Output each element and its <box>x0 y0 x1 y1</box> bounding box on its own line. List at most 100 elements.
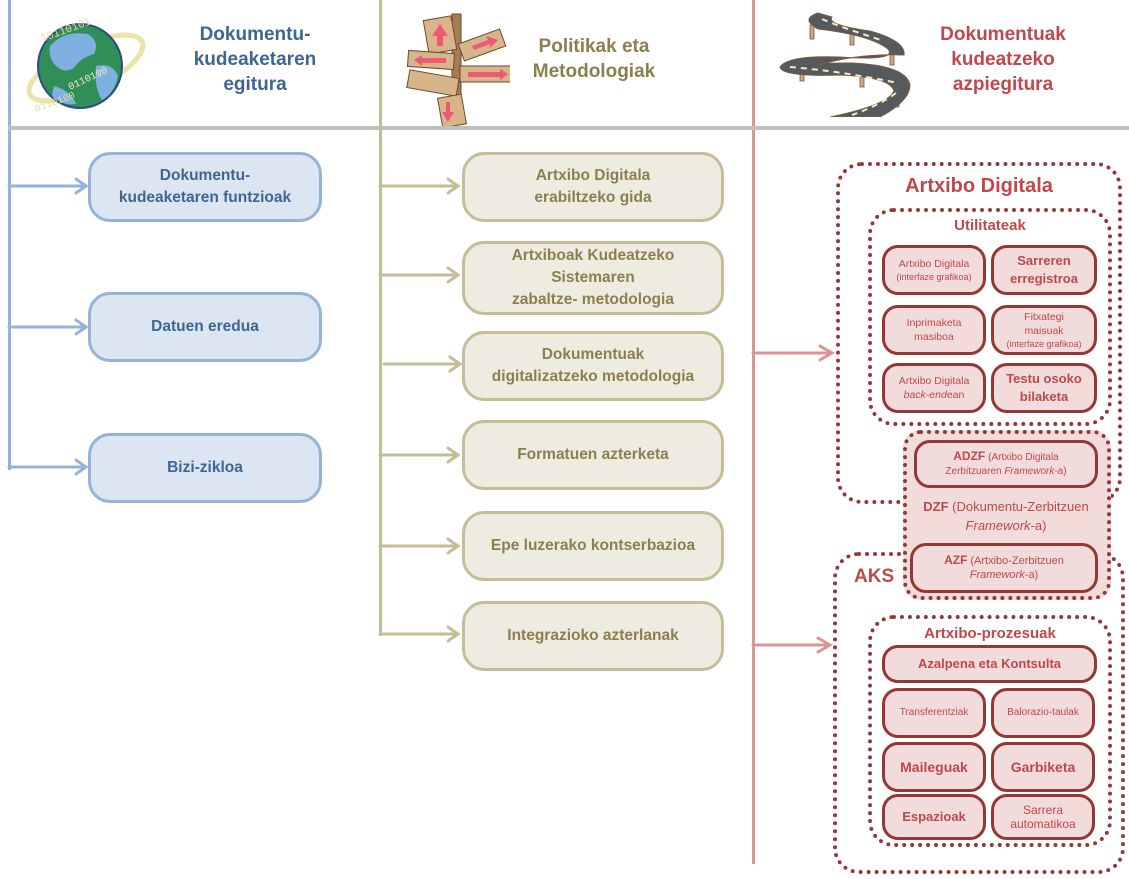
item-italic: back-end <box>903 389 947 401</box>
process-azalpena-kontsulta[interactable]: Azalpena eta Kontsulta <box>882 645 1097 683</box>
title-line: kudeatzeko <box>951 49 1055 70</box>
adzf-line2: Zerbitzuaren Framework-a) <box>945 465 1066 479</box>
policy-item-digitization-methodology[interactable]: Dokumentuak digitalizatzeko metodologia <box>462 331 724 401</box>
dzf-suffix: -a) <box>1030 518 1047 533</box>
item-label: automatikoa <box>1010 817 1076 831</box>
title-line: kudeaketaren <box>193 49 317 70</box>
group-artxibo-prozesuak <box>868 615 1112 847</box>
item-main: erregistroa <box>1010 271 1078 286</box>
utility-artxibo-digitala-backend[interactable]: Artxibo Digitala back-endean <box>882 363 986 413</box>
column-title-structure: Dokumentu- kudeaketaren egitura <box>170 22 340 97</box>
item-suffix: ean <box>946 389 965 401</box>
item-sub: back-endean <box>904 388 965 402</box>
item-line: Dokumentu- <box>159 167 251 184</box>
item-line: Formatuen azterketa <box>517 446 669 463</box>
title-line: Metodologiak <box>532 61 656 82</box>
item-line: digitalizatzeko metodologia <box>491 368 695 385</box>
structure-item-data-model[interactable]: Datuen eredua <box>88 292 322 362</box>
dzf-italic: Framework <box>965 518 1031 533</box>
item-line: erabiltzeko gida <box>534 189 652 206</box>
title-line: egitura <box>223 74 287 95</box>
item-main: Fitxategi <box>1024 311 1064 323</box>
item-line: Dokumentuak <box>541 346 645 363</box>
column-line-policies <box>379 0 382 636</box>
group-title-artxibo-prozesuak: Artxibo-prozesuak <box>924 625 1056 642</box>
item-label: Azalpena eta Kontsulta <box>917 656 1062 671</box>
policy-item-usage-guide[interactable]: Artxibo Digitala erabiltzeko gida <box>462 152 724 222</box>
item-main: Testu osoko <box>1006 371 1082 386</box>
adzf-text: (Artxibo Digitala <box>988 452 1059 463</box>
azf-box[interactable]: AZF (Artxibo-Zerbitzuen Framework-a) <box>910 543 1098 593</box>
item-main: Artxibo Digitala <box>898 375 970 387</box>
item-main: masiboa <box>914 331 954 343</box>
item-line: kudeaketaren funtzioak <box>118 189 292 206</box>
group-title-artxibo-digitala: Artxibo Digitala <box>905 175 1053 197</box>
utility-fitxategi-maisuak[interactable]: Fitxategi maisuak (interfaze grafikoa) <box>991 305 1097 355</box>
adzf-abbr: ADZF <box>953 449 986 463</box>
item-line: Artxiboak Kudeatzeko <box>511 247 675 264</box>
adzf-suffix: -a) <box>1054 466 1067 477</box>
item-label: Sarrera <box>1022 803 1063 817</box>
signpost-icon <box>400 8 515 129</box>
azf-italic: Framework <box>969 569 1025 581</box>
utility-sarreren-erregistroa[interactable]: Sarreren erregistroa <box>991 245 1097 295</box>
dzf-abbr: DZF <box>923 499 949 514</box>
process-garbiketa[interactable]: Garbiketa <box>991 742 1095 792</box>
item-line: Datuen eredua <box>151 318 259 335</box>
group-title-utilitateak: Utilitateak <box>954 217 1026 234</box>
policy-item-long-term-preservation[interactable]: Epe luzerako kontserbazioa <box>462 511 724 581</box>
policy-item-format-analysis[interactable]: Formatuen azterketa <box>462 420 724 490</box>
process-balorazio-taulak[interactable]: Balorazio-taulak <box>991 688 1095 738</box>
utility-testu-osoko-bilaketa[interactable]: Testu osoko bilaketa <box>991 363 1097 413</box>
item-line: Epe luzerako kontserbazioa <box>490 537 696 554</box>
item-main: Inprimaketa <box>906 317 962 329</box>
item-line: Sistemaren <box>551 269 635 286</box>
item-main: Artxibo Digitala <box>898 258 970 270</box>
item-line: zabaltze- metodologia <box>512 291 674 308</box>
group-utilitateak <box>868 208 1112 426</box>
item-main: Sarreren <box>1017 253 1071 268</box>
item-label: Balorazio-taulak <box>1007 707 1079 718</box>
process-maileguak[interactable]: Maileguak <box>882 742 986 792</box>
azf-suffix: -a) <box>1024 569 1039 581</box>
item-label: Garbiketa <box>1010 759 1076 775</box>
item-sub: (interfaze grafikoa) <box>1006 339 1082 349</box>
process-sarrera-automatikoa[interactable]: Sarrera automatikoa <box>991 794 1095 840</box>
process-espazioak[interactable]: Espazioak <box>882 794 986 840</box>
column-title-policies: Politikak eta Metodologiak <box>514 34 674 84</box>
item-label: Espazioak <box>902 809 966 824</box>
dzf-text: (Dokumentu-Zerbitzuen <box>952 499 1089 514</box>
column-line-infrastructure <box>752 0 755 864</box>
item-label: Maileguak <box>900 759 968 775</box>
item-line: Integrazioko azterlanak <box>507 627 679 644</box>
item-line: Artxibo Digitala <box>535 167 651 184</box>
item-sub: (interfaze grafikoa) <box>896 272 972 282</box>
policy-item-integration-studies[interactable]: Integrazioko azterlanak <box>462 601 724 671</box>
title-line: azpiegitura <box>952 74 1054 95</box>
adzf-text2: Zerbitzuaren <box>945 466 1005 477</box>
structure-item-lifecycle[interactable]: Bizi-zikloa <box>88 433 322 503</box>
item-main: maisuak <box>1024 325 1064 337</box>
title-line: Dokumentuak <box>940 24 1066 45</box>
item-line: Bizi-zikloa <box>167 459 243 476</box>
item-main: bilaketa <box>1019 389 1069 404</box>
header-separator <box>8 126 1129 130</box>
title-line: Dokumentu- <box>199 24 311 45</box>
azf-abbr: AZF <box>944 553 968 567</box>
azf-text: (Artxibo-Zerbitzuen <box>970 555 1064 567</box>
column-line-structure <box>8 0 11 470</box>
dzf-label: DZF (Dokumentu-Zerbitzuen Framework-a) <box>906 497 1106 535</box>
adzf-italic: Framework <box>1004 466 1055 477</box>
process-transferentziak[interactable]: Transferentziak <box>882 688 986 738</box>
column-title-infrastructure: Dokumentuak kudeatzeko azpiegitura <box>918 22 1088 97</box>
title-line: Politikak eta <box>538 36 650 57</box>
utility-artxibo-digitala-gui[interactable]: Artxibo Digitala (interfaze grafikoa) <box>882 245 986 295</box>
utility-inprimaketa-masiboa[interactable]: Inprimaketa masiboa <box>882 305 986 355</box>
adzf-box[interactable]: ADZF (Artxibo Digitala Zerbitzuaren Fram… <box>914 440 1098 488</box>
group-title-aks: AKS <box>854 566 895 587</box>
structure-item-functions[interactable]: Dokumentu-kudeaketaren funtzioak <box>88 152 322 222</box>
winding-road-icon <box>770 5 920 118</box>
globe-binary-icon: 10110101 0110100 0110100 <box>14 8 154 126</box>
